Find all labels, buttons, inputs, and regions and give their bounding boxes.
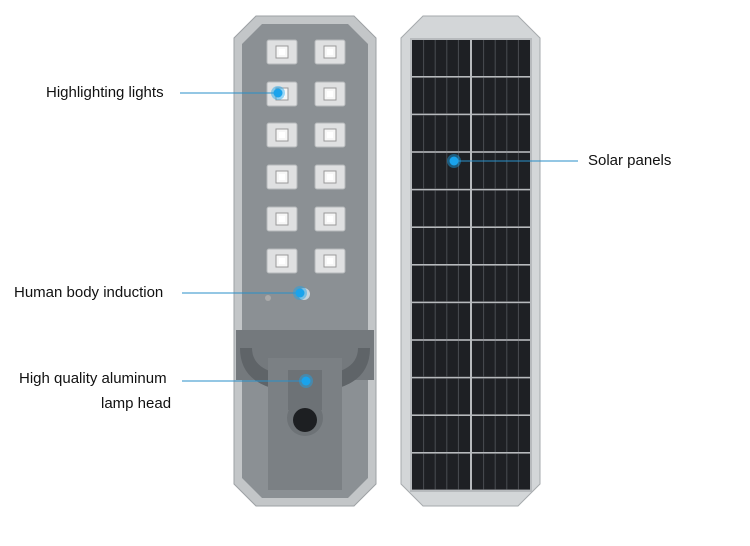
solar-cell (472, 77, 530, 114)
solar-cell (472, 303, 530, 340)
solar-cell (412, 190, 470, 227)
callout-dot-solar (449, 156, 459, 166)
led-module (266, 164, 298, 190)
pole-socket (293, 408, 317, 432)
lamp-head (233, 15, 377, 507)
led-module (314, 206, 346, 232)
led-module (266, 39, 298, 65)
solar-cell (472, 378, 530, 415)
solar-cell (472, 40, 530, 76)
led-module (314, 39, 346, 65)
solar-cell (412, 77, 470, 114)
solar-cell (412, 340, 470, 377)
solar-cell (412, 378, 470, 415)
solar-cell (412, 416, 470, 452)
solar-cell (412, 152, 470, 189)
label-highlighting-lights: Highlighting lights (46, 84, 164, 101)
solar-cell (412, 115, 470, 152)
solar-cell (472, 416, 530, 452)
callout-dot-highlighting (273, 88, 283, 98)
sensor-screw (265, 295, 271, 301)
solar-cell (472, 453, 530, 490)
solar-cell (412, 265, 470, 302)
led-module (266, 122, 298, 148)
callouts (180, 86, 578, 388)
solar-cell (472, 152, 530, 189)
solar-cell (472, 228, 530, 264)
label-human-body-induction: Human body induction (14, 284, 164, 301)
led-module (266, 206, 298, 232)
solar-cell (412, 228, 470, 264)
solar-cell (472, 340, 530, 377)
led-module (314, 164, 346, 190)
label-aluminum-line1: High quality aluminum (19, 370, 167, 387)
led-array (266, 39, 346, 274)
solar-cells (412, 40, 530, 490)
solar-cell (472, 115, 530, 152)
solar-cell (472, 265, 530, 302)
solar-cell (412, 40, 470, 76)
led-module (314, 122, 346, 148)
solar-panel (400, 15, 541, 507)
solar-cell (472, 190, 530, 227)
led-module (314, 248, 346, 274)
label-solar-panels: Solar panels (588, 152, 672, 169)
solar-cell (412, 453, 470, 490)
callout-dot-aluminum (301, 376, 311, 386)
callout-dot-human-body (295, 288, 305, 298)
label-aluminum-line2: lamp head (101, 395, 172, 412)
led-module (314, 81, 346, 107)
led-module (266, 248, 298, 274)
solar-cell (412, 303, 470, 340)
